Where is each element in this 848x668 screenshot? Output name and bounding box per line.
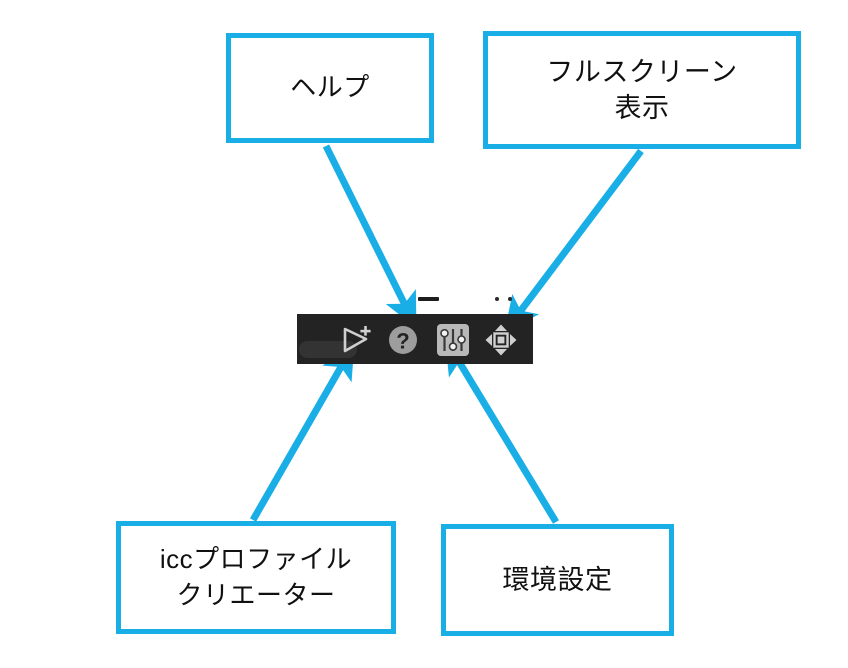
arrow-icc-to-icc-button — [249, 343, 355, 522]
floating-toolbar[interactable]: ? — [297, 314, 533, 364]
callout-box-help: ヘルプ — [226, 33, 434, 143]
arrow-preferences-to-preferences-button — [445, 338, 559, 524]
triangle-plus-icon — [343, 326, 371, 353]
question-mark-circle-icon: ? — [389, 326, 417, 354]
toolbar-partial-chip — [299, 341, 357, 358]
sliders-icon — [437, 324, 469, 356]
preferences-button[interactable] — [434, 321, 472, 359]
svg-text:?: ? — [396, 329, 409, 354]
callout-label-help: ヘルプ — [290, 72, 370, 103]
window-dot-icon — [508, 297, 512, 301]
callout-label-preferences: 環境設定 — [502, 564, 613, 595]
move-arrows-icon — [485, 324, 517, 356]
fullscreen-button[interactable] — [481, 321, 521, 359]
callout-label-fullscreen: フルスクリーン 表示 — [546, 56, 738, 123]
callout-box-icc-profile-creator: iccプロファイル クリエーター — [116, 521, 396, 634]
arrow-fullscreen-to-fullscreen-button — [504, 148, 644, 333]
window-controls — [418, 292, 528, 306]
callout-label-icc-profile-creator: iccプロファイル クリエーター — [159, 544, 353, 610]
help-button[interactable]: ? — [385, 323, 421, 357]
window-dot-icon — [495, 297, 499, 301]
minimize-dash-icon[interactable] — [418, 297, 439, 301]
icc-profile-creator-button[interactable] — [339, 323, 375, 357]
callout-box-fullscreen: フルスクリーン 表示 — [483, 31, 801, 149]
callout-box-preferences: 環境設定 — [441, 524, 674, 636]
arrow-help-to-help-button — [322, 144, 417, 328]
